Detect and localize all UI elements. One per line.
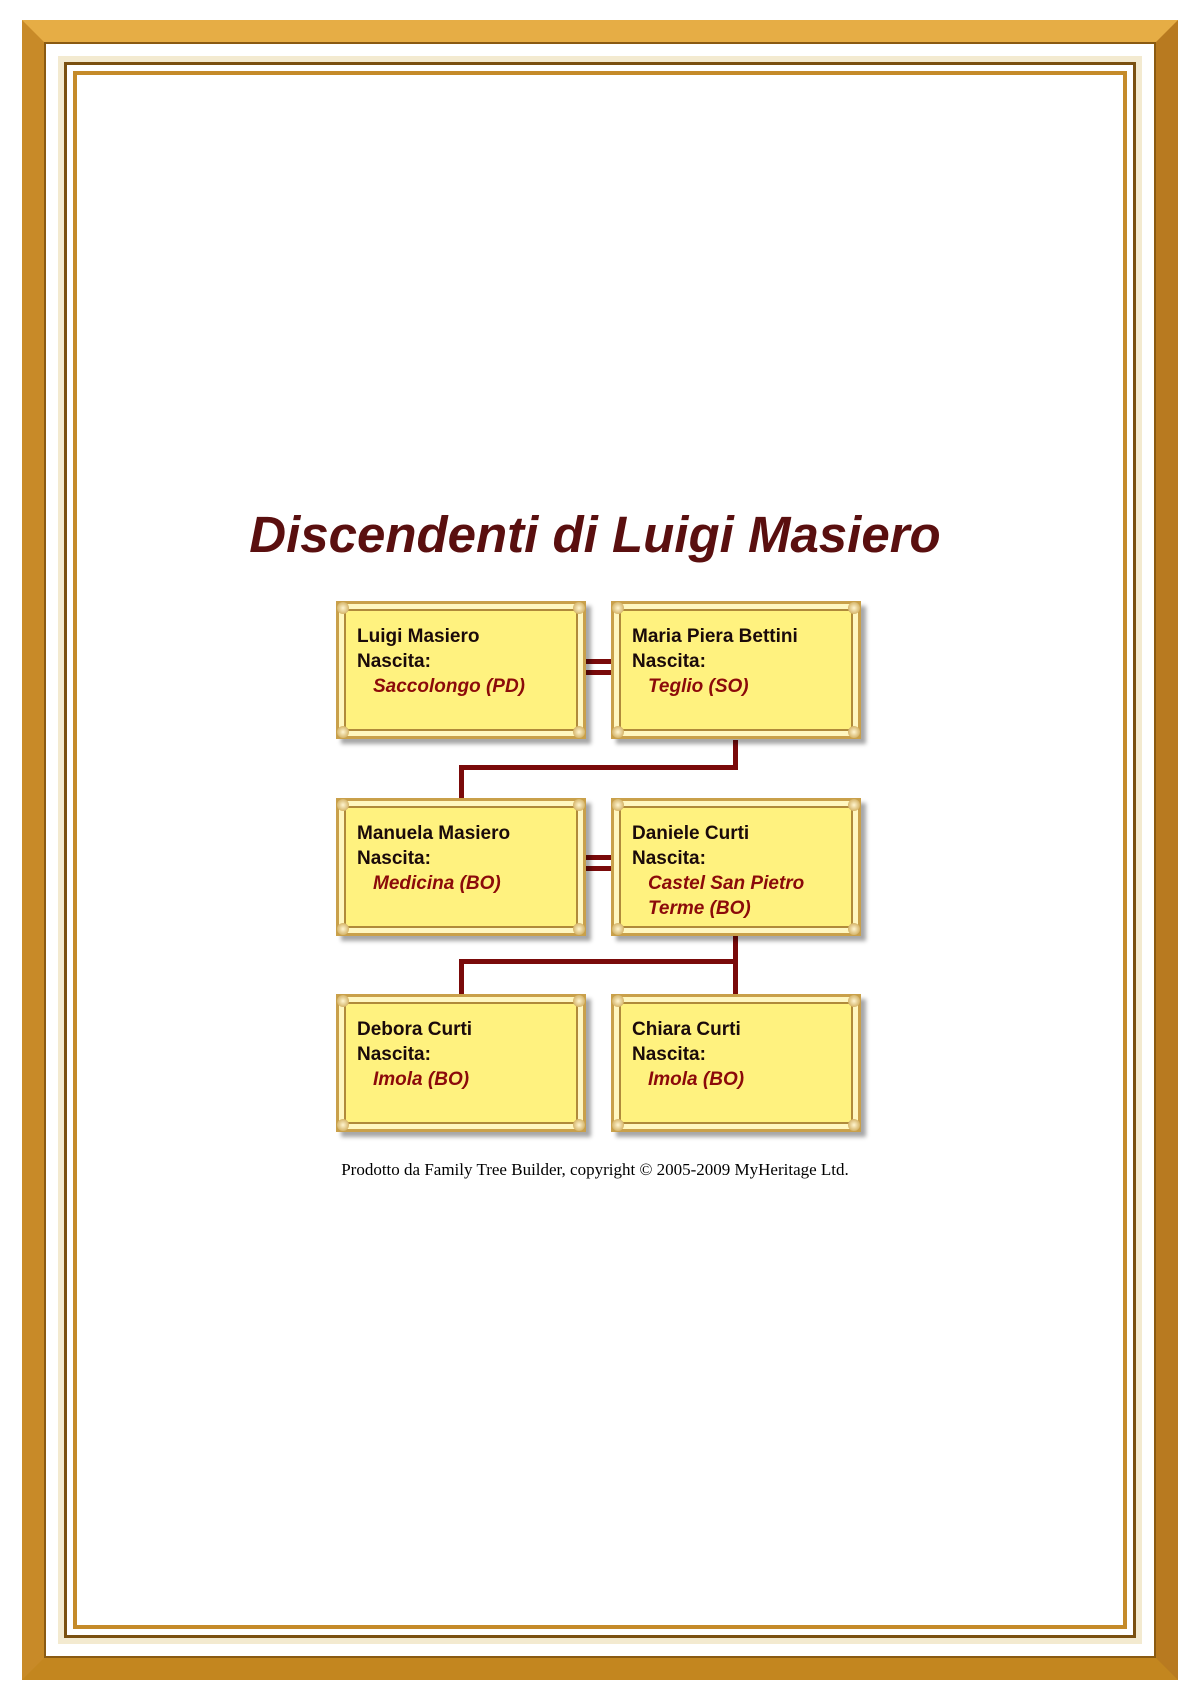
copyright-footer: Prodotto da Family Tree Builder, copyrig… xyxy=(341,1160,849,1179)
birth-label: Nascita: xyxy=(357,848,431,869)
page-title: Discendenti di Luigi Masiero xyxy=(249,506,941,563)
birth-label: Nascita: xyxy=(632,651,706,672)
birth-place: Teglio (SO) xyxy=(648,676,749,697)
descent-line xyxy=(459,765,738,770)
marriage-connector xyxy=(586,659,611,664)
birth-place: Imola (BO) xyxy=(648,1069,745,1090)
birth-place: Medicina (BO) xyxy=(373,873,501,894)
person-name: Maria Piera Bettini xyxy=(632,626,798,647)
person-name: Manuela Masiero xyxy=(357,823,511,844)
person-name: Chiara Curti xyxy=(632,1019,741,1040)
birth-label: Nascita: xyxy=(357,1044,431,1065)
page-area xyxy=(73,71,1127,1629)
birth-label: Nascita: xyxy=(357,651,431,672)
person-name: Debora Curti xyxy=(357,1019,473,1040)
birth-place: Saccolongo (PD) xyxy=(373,676,526,697)
birth-label: Nascita: xyxy=(632,848,706,869)
marriage-connector xyxy=(586,855,611,860)
marriage-connector xyxy=(586,670,611,675)
descent-line xyxy=(459,959,464,994)
person-name: Luigi Masiero xyxy=(357,626,480,647)
gold-frame xyxy=(22,20,1178,1680)
person-name: Daniele Curti xyxy=(632,823,750,844)
descent-line xyxy=(459,959,738,964)
birth-place: Imola (BO) xyxy=(373,1069,470,1090)
birth-place: Castel San Pietro Terme (BO) xyxy=(648,873,805,919)
descent-line xyxy=(733,740,738,770)
birth-label: Nascita: xyxy=(632,1044,706,1065)
descent-line xyxy=(733,935,738,994)
descent-line xyxy=(459,765,464,798)
frame-inner-border xyxy=(58,56,1142,1644)
marriage-connector xyxy=(586,866,611,871)
